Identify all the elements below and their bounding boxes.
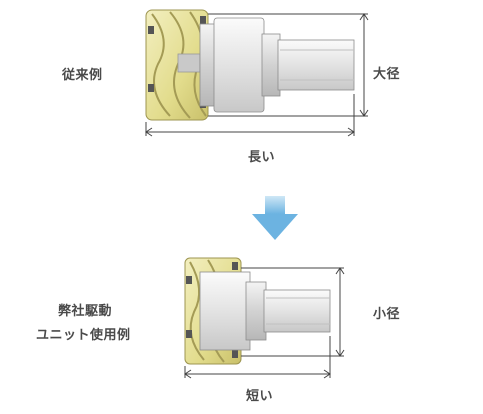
our-shaft <box>263 289 331 333</box>
conventional-motor-body <box>213 17 265 113</box>
conventional-shaft <box>277 39 355 91</box>
our-unit-illustration <box>184 257 345 379</box>
our-length-dimension <box>184 336 331 379</box>
large-diameter-label: 大径 <box>373 67 401 82</box>
small-diameter-label: 小径 <box>373 307 401 322</box>
conventional-length-dimension <box>145 94 355 137</box>
our-drive-label-line2: ユニット使用例 <box>36 328 131 343</box>
conventional-diameter-dimension <box>208 13 369 117</box>
down-arrow-icon <box>252 196 298 240</box>
short-length-label: 短い <box>246 389 274 404</box>
our-drive-label-line1: 弊社駆動 <box>58 304 113 319</box>
our-integrated-motor <box>199 271 251 351</box>
conventional-unit-illustration <box>145 9 369 137</box>
our-diameter-dimension <box>241 267 345 357</box>
long-length-label: 長い <box>248 150 276 165</box>
conventional-mecanum-wheel <box>145 9 209 121</box>
conventional-example-label: 従来例 <box>62 68 103 83</box>
